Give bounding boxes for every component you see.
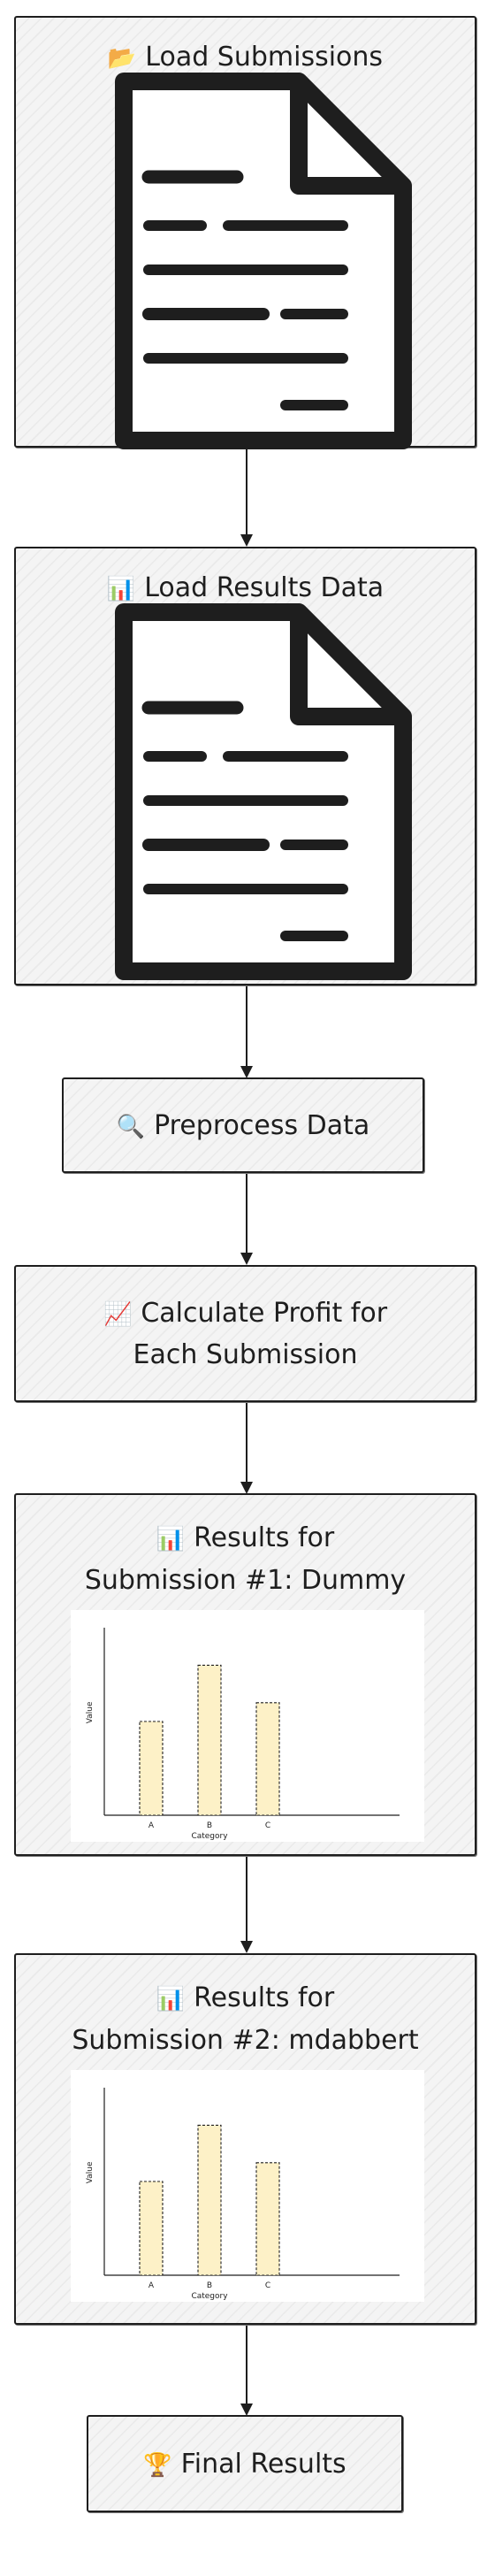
node-preprocess[interactable]: 🔍Preprocess Data xyxy=(62,1077,424,1173)
document-icon xyxy=(115,73,412,449)
bar-chart-icon: 📊 xyxy=(156,1986,186,2012)
flow-arrow xyxy=(240,1403,253,1494)
flow-arrow xyxy=(240,1857,253,1953)
bar-chart: A B C Category Value xyxy=(71,1610,424,1842)
node-label: 📊Results for xyxy=(156,1522,335,1553)
folder-icon: 📂 xyxy=(107,45,137,72)
node-label: 🔍Preprocess Data xyxy=(116,1110,370,1141)
x-axis-label: Category xyxy=(191,1832,228,1841)
chart-increasing-icon: 📈 xyxy=(103,1301,133,1328)
node-label-line2: Submission #1: Dummy xyxy=(84,1565,407,1596)
x-tick-label: B xyxy=(207,1821,212,1830)
node-label: 📊Results for xyxy=(156,1982,335,2013)
y-axis-label: Value xyxy=(86,1701,95,1723)
node-label: 📈Calculate Profit for xyxy=(103,1298,388,1329)
x-axis-label: Category xyxy=(191,2292,228,2301)
bar-C xyxy=(255,1702,280,1816)
magnifier-icon: 🔍 xyxy=(116,1114,146,1140)
bar-B xyxy=(197,1664,222,1816)
y-axis-label: Value xyxy=(86,2161,95,2183)
x-tick-label: A xyxy=(148,1821,155,1830)
bar-chart: A B C Category Value xyxy=(71,2070,424,2302)
node-label: 🏆Final Results xyxy=(143,2449,346,2480)
node-label-line2: Submission #2: mdabbert xyxy=(72,2025,419,2056)
bar-C xyxy=(255,2162,280,2276)
node-label-line2: Each Submission xyxy=(133,1339,358,1370)
node-results-1[interactable]: 📊Results for Submission #1: Dummy A B C Cat… xyxy=(14,1493,476,1856)
node-label: 📂Load Submissions xyxy=(107,42,384,73)
flow-arrow xyxy=(240,2326,253,2416)
node-final-results[interactable]: 🏆Final Results xyxy=(87,2415,403,2512)
node-load-submissions[interactable]: 📂Load Submissions xyxy=(14,16,476,449)
bar-B xyxy=(197,2124,222,2276)
bar-chart-icon: 📊 xyxy=(156,1526,186,1552)
x-tick-label: B xyxy=(207,2281,212,2290)
x-tick-label: A xyxy=(148,2281,155,2290)
x-tick-label: C xyxy=(265,2281,270,2290)
bar-A xyxy=(139,2181,164,2276)
document-icon xyxy=(115,603,412,980)
flow-arrow xyxy=(240,986,253,1078)
trophy-icon: 🏆 xyxy=(143,2452,172,2479)
bar-A xyxy=(139,1721,164,1816)
node-calculate-profit[interactable]: 📈Calculate Profit for Each Submission xyxy=(14,1265,476,1402)
node-load-results[interactable]: 📊Load Results Data xyxy=(14,547,476,985)
bar-chart-icon: 📊 xyxy=(106,576,136,602)
flow-arrow xyxy=(240,1174,253,1265)
x-tick-label: C xyxy=(265,1821,270,1830)
node-label: 📊Load Results Data xyxy=(106,572,385,603)
flow-arrow xyxy=(240,448,253,547)
